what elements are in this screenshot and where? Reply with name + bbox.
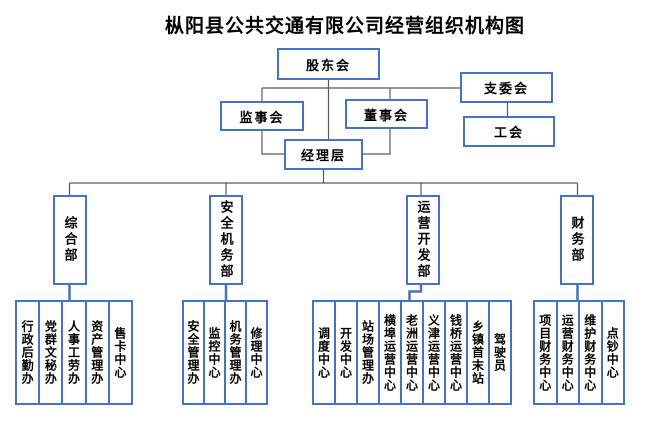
unit-dispatch-center: 调度中心 — [312, 300, 336, 405]
unit-safety-management: 安全管理办 — [182, 300, 205, 405]
node-supervisory-board: 监事会 — [220, 101, 304, 131]
dept-operations-development: 运营开发部 — [406, 195, 440, 285]
unit-development-center: 开发中心 — [336, 300, 358, 405]
node-branch-committee: 支委会 — [460, 72, 553, 103]
unit-personnel-labor: 人事工劳办 — [63, 300, 87, 405]
dept-safety-machinery: 安全机务部 — [209, 195, 243, 285]
unit-operations-finance: 运营财务中心 — [557, 300, 580, 405]
unit-township-terminals: 乡镇首末站 — [468, 300, 490, 405]
unit-card-sales-center: 售卡中心 — [109, 300, 134, 405]
dept-general: 综合部 — [53, 195, 87, 285]
node-management-layer: 经理层 — [284, 139, 363, 170]
unit-laozhou-operations: 老洲运营中心 — [402, 300, 424, 405]
unit-station-management: 站场管理办 — [358, 300, 380, 405]
unit-project-finance: 项目财务中心 — [533, 300, 558, 405]
chart-title: 枞阳县公共交通有限公司经营组织机构图 — [164, 16, 525, 37]
unit-qianqiao-operations: 钱桥运营中心 — [446, 300, 468, 405]
unit-drivers: 驾驶员 — [490, 300, 512, 405]
unit-yijin-operations: 义津运营中心 — [424, 300, 446, 405]
node-labor-union: 工会 — [463, 116, 555, 147]
unit-maintenance-finance: 维护财务中心 — [580, 300, 603, 405]
group-finance-units: 项目财务中心 运营财务中心 维护财务中心 点钞中心 — [533, 300, 625, 405]
dept-finance: 财务部 — [560, 195, 594, 285]
node-shareholders-meeting: 股东会 — [277, 48, 380, 80]
unit-party-mass-secretary: 党群文秘办 — [40, 300, 64, 405]
unit-asset-management: 资产管理办 — [86, 300, 110, 405]
group-safety-units: 安全管理办 监控中心 机务管理办 修理中心 — [182, 300, 268, 405]
node-board-of-directors: 董事会 — [345, 99, 428, 129]
unit-admin-logistics: 行政后勤办 — [15, 300, 41, 405]
group-general-units: 行政后勤办 党群文秘办 人事工劳办 资产管理办 售卡中心 — [15, 300, 134, 405]
unit-cash-counting: 点钞中心 — [602, 300, 625, 405]
unit-hengbu-operations: 横埠运营中心 — [380, 300, 402, 405]
unit-machinery-management: 机务管理办 — [226, 300, 247, 405]
unit-repair-center: 修理中心 — [247, 300, 268, 405]
group-operations-units: 调度中心 开发中心 站场管理办 横埠运营中心 老洲运营中心 义津运营中心 钱桥运… — [312, 300, 512, 405]
unit-monitoring-center: 监控中心 — [205, 300, 226, 405]
